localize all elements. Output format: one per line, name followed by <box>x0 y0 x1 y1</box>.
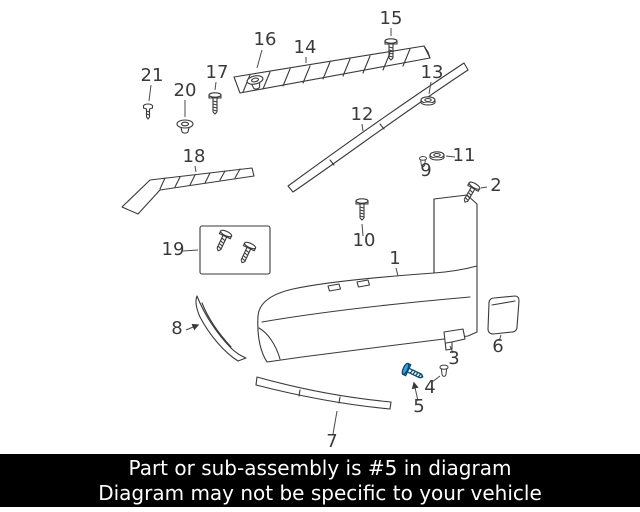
part-label-3: 3 <box>448 348 459 369</box>
nut-icon <box>429 151 445 161</box>
part-label-6: 6 <box>492 336 503 357</box>
part-label-4: 4 <box>424 377 435 398</box>
part-label-16: 16 <box>254 29 277 50</box>
side-spacer-8-drawing <box>195 295 247 362</box>
banner-line2: Diagram may not be specific to your vehi… <box>98 480 542 505</box>
part-label-12: 12 <box>351 104 374 125</box>
part-label-19: 19 <box>162 239 185 260</box>
leader-19 <box>182 249 199 252</box>
part-label-9: 9 <box>420 160 431 181</box>
impact-bar-drawing <box>233 45 431 94</box>
leader-8 <box>185 323 200 331</box>
grommet-icon <box>176 119 194 134</box>
leader-6 <box>498 334 502 342</box>
screw-icon <box>142 103 154 120</box>
leader-10 <box>361 223 364 237</box>
bolt-icon <box>208 92 222 115</box>
parts-diagram: 15 16 14 13 17 21 20 12 18 11 9 2 10 1 1… <box>121 8 520 452</box>
clip-icon <box>439 364 449 377</box>
highlighted-bolt-icon <box>400 361 426 384</box>
notice-banner: Part or sub-assembly is #5 in diagram Di… <box>0 454 640 507</box>
leader-21 <box>148 84 152 102</box>
part-label-21: 21 <box>141 65 164 86</box>
leader-2 <box>480 186 488 189</box>
banner-line1: Part or sub-assembly is #5 in diagram <box>128 455 512 480</box>
part-label-1: 1 <box>389 248 400 269</box>
leader-17 <box>214 81 217 91</box>
part-label-2: 2 <box>490 175 501 196</box>
bracket-3-drawing <box>443 328 466 351</box>
nut-icon <box>420 96 436 106</box>
leader-18 <box>194 165 197 173</box>
leader-13 <box>428 81 432 95</box>
leader-4 <box>431 375 441 383</box>
leader-7 <box>332 410 338 435</box>
part-label-5: 5 <box>413 396 424 417</box>
part-label-11: 11 <box>453 145 476 166</box>
stiffener-bar-drawing <box>287 62 469 193</box>
bumper-cover-drawing <box>257 194 478 363</box>
hardware-box-19-drawing <box>199 225 271 275</box>
leader-3 <box>449 345 454 354</box>
corner-flap-6-drawing <box>487 295 520 335</box>
part-label-15: 15 <box>380 8 403 29</box>
part-label-17: 17 <box>206 62 229 83</box>
bracket-18-drawing <box>121 167 255 215</box>
leader-16 <box>256 49 263 69</box>
part-label-14: 14 <box>294 37 317 58</box>
part-label-20: 20 <box>174 80 197 101</box>
bolt-icon <box>355 198 369 221</box>
part-label-7: 7 <box>326 431 337 452</box>
leader-12 <box>361 123 364 132</box>
part-label-8: 8 <box>171 318 182 339</box>
part-label-13: 13 <box>421 62 444 83</box>
part-label-10: 10 <box>353 230 376 251</box>
part-label-18: 18 <box>183 146 206 167</box>
leader-5 <box>411 381 419 402</box>
lower-protector-7-drawing <box>255 376 392 410</box>
leader-1 <box>395 267 399 277</box>
leader-11 <box>445 155 456 158</box>
